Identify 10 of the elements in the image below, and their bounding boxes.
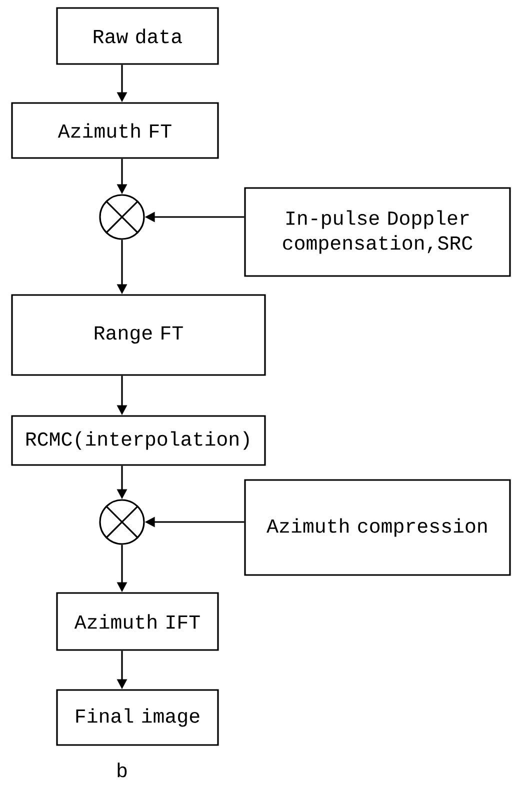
process-box: Azimuth FT [11,102,219,159]
process-box: RCMC(interpolation) [11,415,266,466]
process-box: Azimuth IFT [56,592,219,651]
process-box: Final image [56,689,219,746]
process-box: Range FT [11,294,266,376]
multiplier-symbol [99,499,145,545]
process-box: Azimuth compression [244,479,511,576]
process-box: In-pulse Doppler compensation,SRC [244,187,511,277]
multiplier-symbol [99,194,145,240]
process-box: Raw data [56,7,219,65]
